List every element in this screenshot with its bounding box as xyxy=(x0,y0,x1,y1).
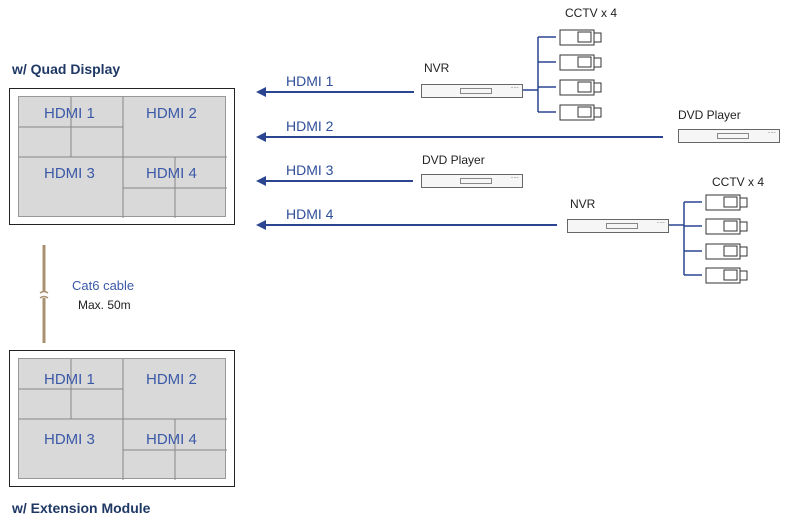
ext-label-hdmi-1: HDMI 1 xyxy=(44,371,95,388)
quad-label-hdmi-3: HDMI 3 xyxy=(44,165,95,182)
cctv-bracket-1 xyxy=(522,36,556,113)
arrow-label-hdmi-3: HDMI 3 xyxy=(286,162,334,178)
extension-module-monitor: HDMI 1 HDMI 2 HDMI 3 HDMI 4 xyxy=(9,350,235,487)
ext-label-hdmi-3: HDMI 3 xyxy=(44,431,95,448)
camera-icon xyxy=(559,104,602,121)
extension-module-screen: HDMI 1 HDMI 2 HDMI 3 HDMI 4 xyxy=(18,358,227,480)
camera-icon xyxy=(705,243,748,260)
arrow-label-hdmi-2: HDMI 2 xyxy=(286,118,334,134)
ext-label-hdmi-2: HDMI 2 xyxy=(146,371,197,388)
arrow-label-hdmi-1: HDMI 1 xyxy=(286,73,334,89)
quad-label-hdmi-1: HDMI 1 xyxy=(44,105,95,122)
cable-length-label: Max. 50m xyxy=(78,298,131,312)
arrow-hdmi-4 xyxy=(256,220,557,230)
dvd-player-1-label: DVD Player xyxy=(678,108,741,122)
extension-module-title: w/ Extension Module xyxy=(12,500,151,516)
nvr-icon xyxy=(421,84,523,98)
nvr-1-label: NVR xyxy=(424,61,450,75)
quad-display-monitor: HDMI 1 HDMI 2 HDMI 3 HDMI 4 xyxy=(9,88,235,225)
cctv-bracket-2 xyxy=(663,201,702,276)
quad-label-hdmi-4: HDMI 4 xyxy=(146,165,197,182)
extension-grid-lines xyxy=(19,359,227,480)
nvr-icon xyxy=(567,219,669,233)
quad-display-title: w/ Quad Display xyxy=(12,61,121,77)
cctv-1-label: CCTV x 4 xyxy=(565,6,618,20)
arrow-hdmi-1 xyxy=(256,87,414,97)
camera-icon xyxy=(705,194,748,211)
cable-name-label: Cat6 cable xyxy=(72,278,135,293)
arrow-hdmi-2 xyxy=(256,132,663,142)
quad-display-screen: HDMI 1 HDMI 2 HDMI 3 HDMI 4 xyxy=(18,96,227,218)
cable-break-icon xyxy=(39,290,49,299)
dvd-player-icon xyxy=(678,129,780,143)
camera-icon xyxy=(559,29,602,46)
arrow-label-hdmi-4: HDMI 4 xyxy=(286,206,334,222)
camera-icon xyxy=(559,54,602,71)
ext-label-hdmi-4: HDMI 4 xyxy=(146,431,197,448)
quad-label-hdmi-2: HDMI 2 xyxy=(146,105,197,122)
nvr-2-label: NVR xyxy=(570,197,596,211)
dvd-player-icon xyxy=(421,174,523,188)
dvd-player-2-label: DVD Player xyxy=(422,153,485,167)
camera-icon xyxy=(705,267,748,284)
quad-grid-lines xyxy=(19,97,227,218)
camera-icon xyxy=(559,79,602,96)
arrow-hdmi-3 xyxy=(256,176,413,186)
camera-icon xyxy=(705,218,748,235)
cctv-2-label: CCTV x 4 xyxy=(712,175,765,189)
